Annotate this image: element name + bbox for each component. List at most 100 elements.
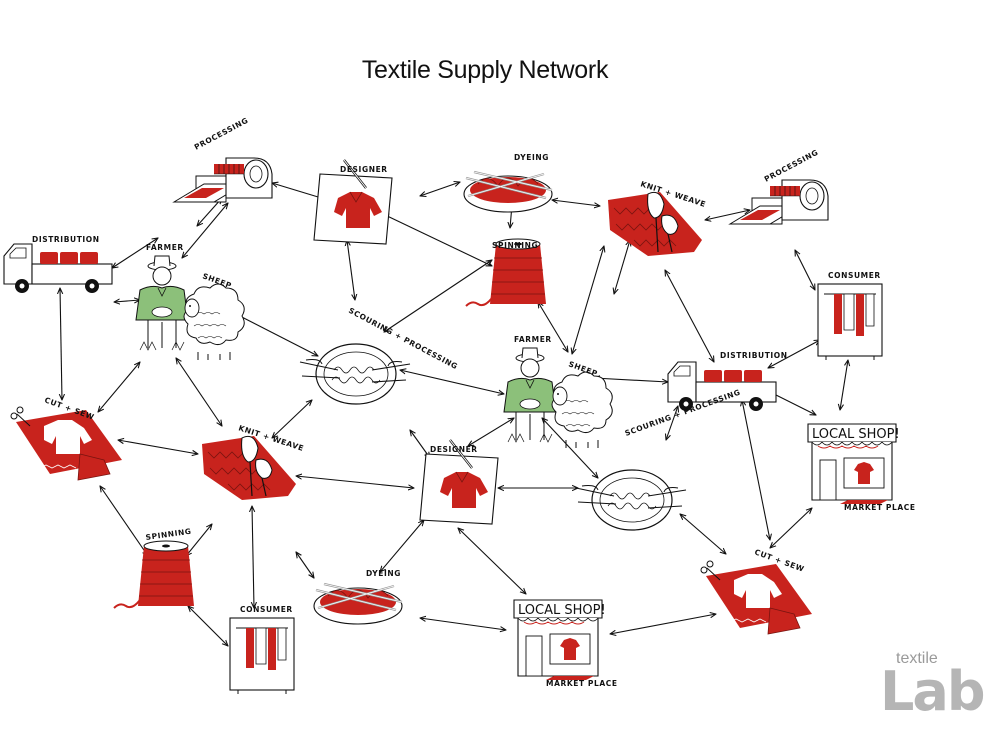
wardrobe-icon [229, 617, 295, 695]
node-spinning-1: SPINNING [465, 238, 547, 307]
node-distribution-1: DISTRIBUTION [3, 235, 113, 294]
node-dyeing-2: DYEING [312, 569, 404, 626]
node-farmer-2: FARMER [503, 335, 557, 443]
connection-arrow [420, 618, 506, 630]
node-label: CONSUMER [828, 271, 881, 280]
connection-arrow [468, 418, 514, 446]
connection-arrow [380, 520, 424, 572]
connection-arrow [572, 246, 604, 354]
connection-arrow [665, 270, 714, 362]
connection-arrow [538, 302, 568, 352]
node-label: DYEING [366, 569, 401, 578]
connection-arrow [594, 378, 668, 382]
logo-small-text: textile [896, 650, 938, 667]
node-label: DISTRIBUTION [720, 351, 788, 360]
connection-arrow [770, 392, 816, 415]
node-label: SPINNING [492, 241, 538, 250]
dye-vat-icon [462, 170, 554, 214]
node-dyeing-1: DYEING [462, 153, 554, 214]
connection-arrow [552, 200, 600, 206]
node-label: PROCESSING [763, 148, 820, 184]
farmer-icon [503, 347, 557, 443]
delivery-truck-icon [667, 361, 777, 412]
connection-arrow [112, 238, 158, 268]
connection-arrow [614, 240, 630, 294]
connection-arrow [840, 360, 848, 410]
connection-arrow [610, 614, 716, 634]
node-local-shop-2: LOCAL SHOP! MARKET PLACE [513, 599, 618, 688]
connection-arrow [232, 312, 318, 356]
node-label: DESIGNER [340, 165, 388, 174]
shop-sign: LOCAL SHOP! [812, 427, 900, 442]
farmer-icon [135, 255, 189, 351]
processing-machine-icon [729, 179, 829, 225]
connection-arrows [60, 182, 848, 646]
connection-arrow [666, 406, 678, 440]
node-local-shop-1: LOCAL SHOP! MARKET PLACE [807, 423, 916, 512]
delivery-truck-icon [3, 243, 113, 294]
yarn-spool-icon [113, 540, 195, 609]
connection-arrow [100, 486, 148, 556]
node-label: DESIGNER [430, 445, 478, 454]
connection-arrow [272, 400, 312, 438]
node-label: FARMER [146, 243, 184, 252]
node-distribution-2: DISTRIBUTION [667, 351, 788, 412]
sheep-icon [551, 371, 613, 449]
connection-arrow [410, 430, 430, 458]
node-designer-2: DESIGNER [418, 438, 500, 526]
shop-sublabel: MARKET PLACE [844, 503, 916, 512]
diagram-title: Textile Supply Network [361, 56, 609, 84]
connection-arrow [742, 400, 770, 540]
connection-arrow [768, 340, 820, 368]
connection-arrow [347, 240, 355, 300]
node-label: FARMER [514, 335, 552, 344]
node-knit-weave-2: KNIT + WEAVE [201, 423, 305, 501]
node-cut-sew-2: CUT + SEW [700, 547, 813, 635]
connection-arrow [114, 300, 140, 302]
connection-arrow [705, 210, 750, 220]
dye-vat-icon [312, 582, 404, 626]
node-label: PROCESSING [193, 116, 250, 152]
logo-big-text: Lab [880, 660, 986, 723]
node-cut-sew-1: CUT + SEW [10, 395, 123, 481]
node-spinning-2: SPINNING [113, 527, 195, 609]
sheep-icon [183, 283, 245, 361]
node-knit-weave-1: KNIT + WEAVE [607, 179, 707, 257]
node-consumer-2: CONSUMER [229, 605, 295, 695]
connection-arrow [182, 203, 228, 258]
node-designer-1: DESIGNER [312, 158, 394, 246]
cut-sew-icon [700, 560, 813, 635]
shop-sublabel: MARKET PLACE [546, 679, 618, 688]
connection-arrow [770, 508, 812, 548]
node-scouring-1: SCOURING + PROCESSING [299, 306, 459, 405]
node-sheep-2: SHEEP [551, 359, 613, 449]
wardrobe-icon [817, 283, 883, 361]
cut-sew-icon [10, 406, 123, 481]
processing-machine-icon [173, 157, 273, 203]
connection-arrow [60, 288, 62, 400]
connection-arrow [458, 528, 526, 594]
node-label: SPINNING [145, 527, 192, 542]
connection-arrow [384, 260, 492, 332]
connection-arrow [542, 418, 598, 478]
connection-arrow [400, 370, 504, 394]
scouring-basin-icon [299, 343, 411, 405]
connection-arrow [188, 606, 228, 646]
connection-arrow [176, 358, 222, 426]
shop-sign: LOCAL SHOP! [518, 603, 606, 618]
node-processing-2: PROCESSING [729, 148, 829, 225]
connection-arrow [420, 182, 460, 196]
connection-arrow [118, 440, 198, 454]
scouring-basin-icon [575, 469, 687, 531]
connection-arrow [98, 362, 140, 412]
connection-arrow [383, 214, 492, 266]
connection-arrow [252, 506, 254, 608]
node-sheep-1: SHEEP [183, 271, 245, 361]
connection-arrow [680, 514, 726, 554]
node-farmer-1: FARMER [135, 243, 189, 351]
node-label: DISTRIBUTION [32, 235, 100, 244]
connection-arrow [296, 476, 414, 488]
textile-lab-logo: textile Lab [880, 650, 990, 723]
node-processing-1: PROCESSING [173, 116, 273, 203]
